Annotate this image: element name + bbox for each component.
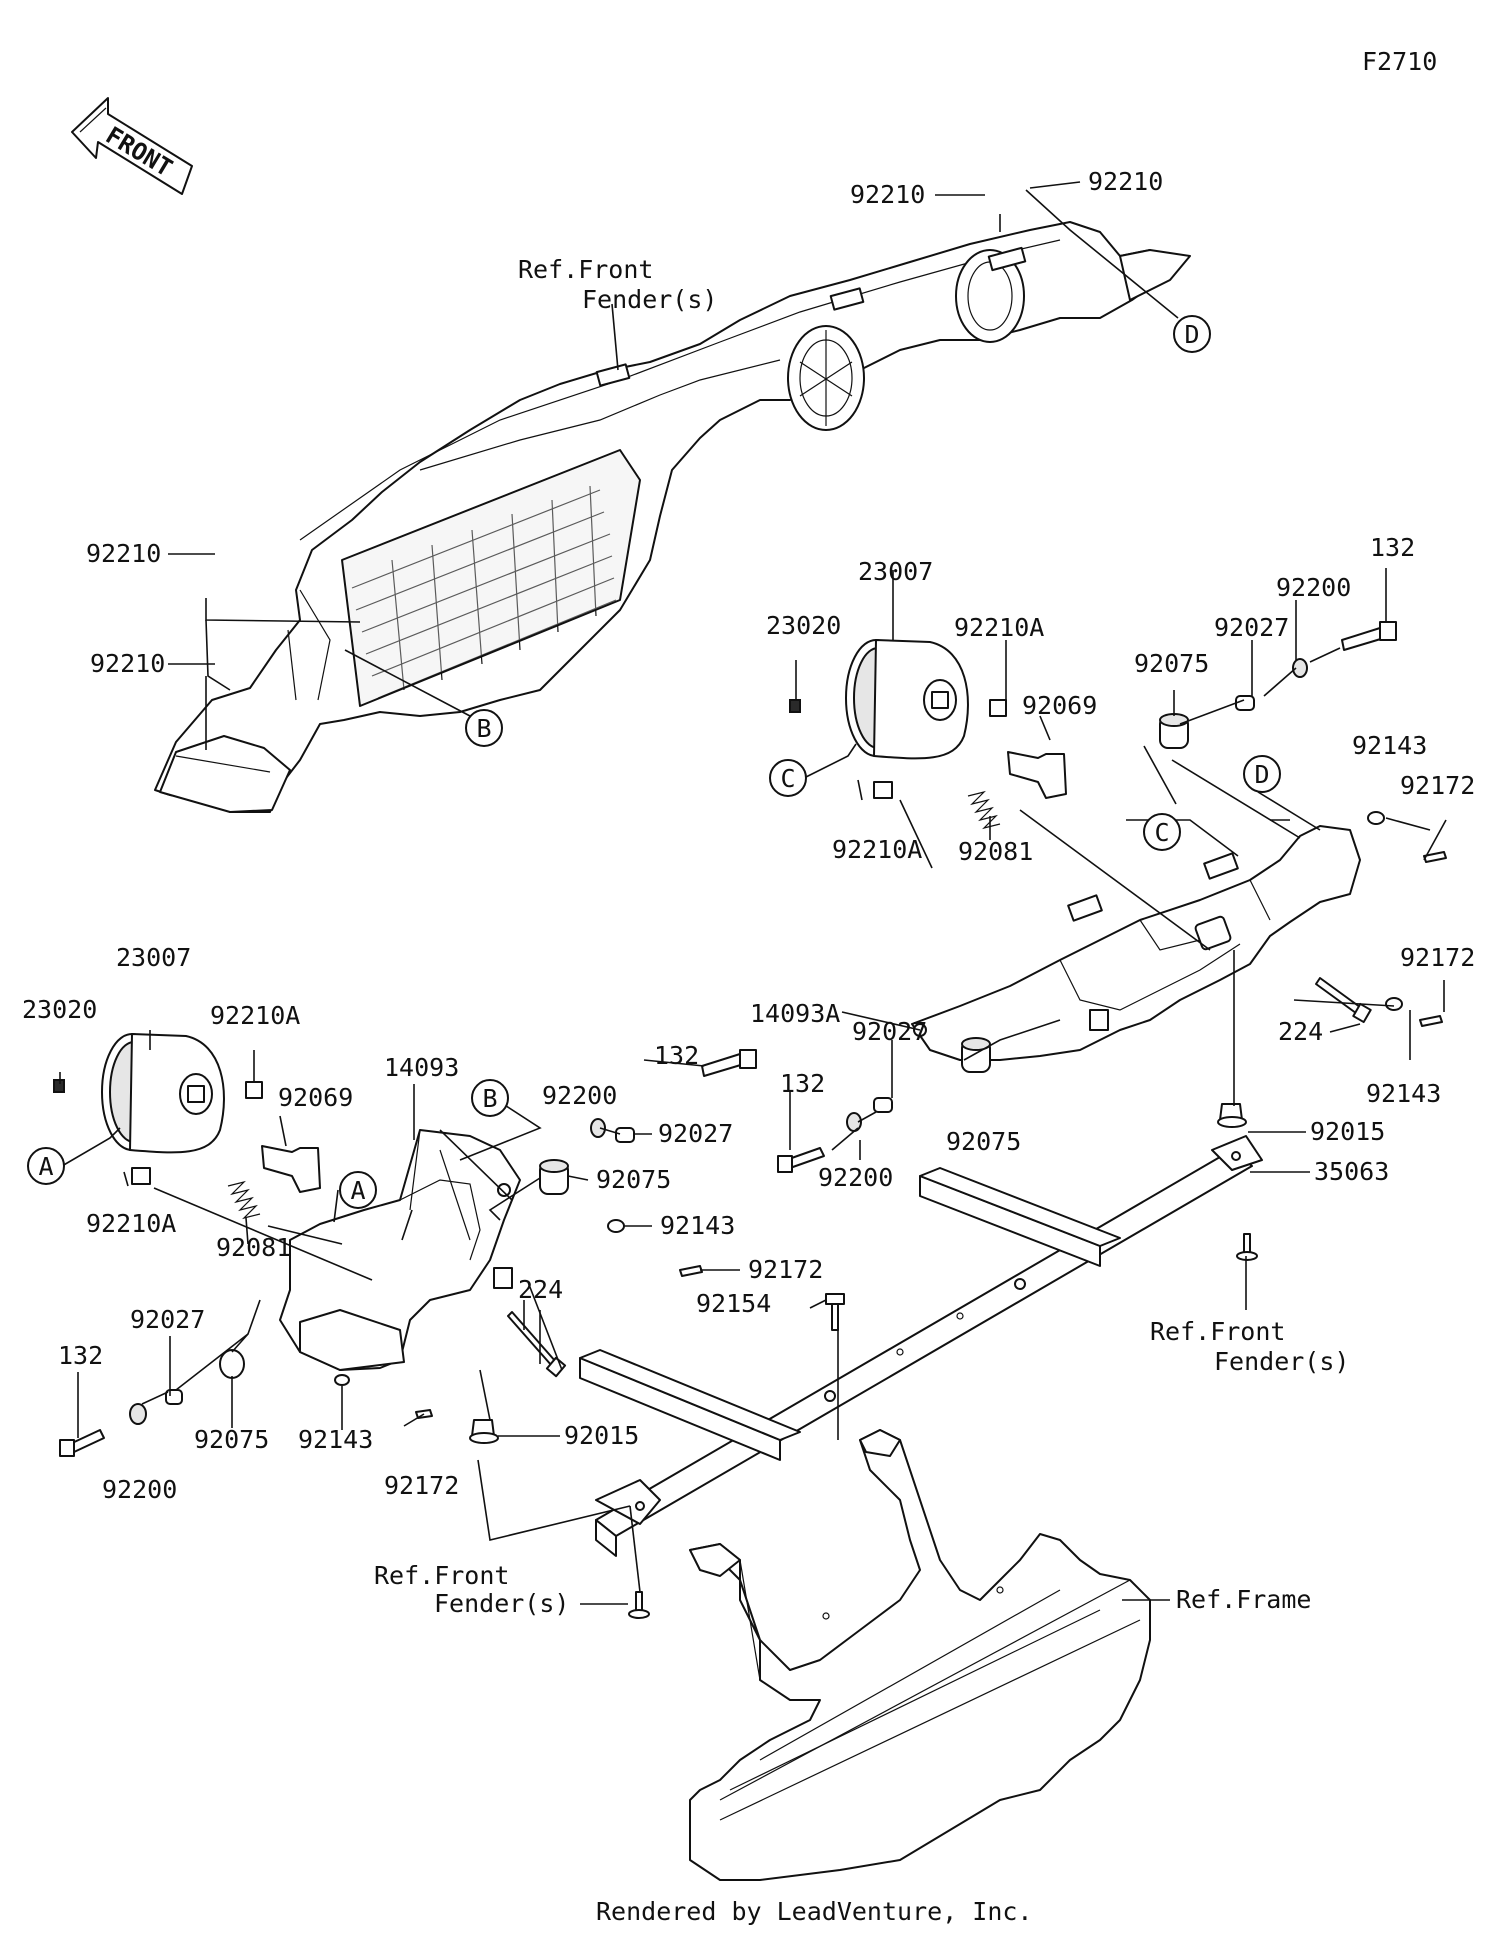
callout-b-fender: B <box>465 709 503 747</box>
part-92200: 92200 <box>818 1163 893 1192</box>
part-92081: 92081 <box>216 1233 291 1262</box>
figure-id: F2710 <box>1362 47 1437 76</box>
callout-c-lamp: C <box>769 759 807 797</box>
svg-text:B: B <box>476 714 491 743</box>
ref-label: Ref.Front <box>1150 1317 1285 1346</box>
footer-credit: Rendered by LeadVenture, Inc. <box>596 1897 1033 1926</box>
callout-a-left: A <box>27 1147 65 1185</box>
part-92015: 92015 <box>564 1421 639 1450</box>
ref-label: Ref.Front <box>374 1561 509 1590</box>
part-92081: 92081 <box>958 837 1033 866</box>
part-23007: 23007 <box>858 557 933 586</box>
front-arrow-icon: FRONT <box>71 97 193 195</box>
ref-label: Ref.Frame <box>1176 1585 1311 1614</box>
part-92200: 92200 <box>1276 573 1351 602</box>
svg-text:C: C <box>780 764 795 793</box>
ref-label: Fender(s) <box>582 285 717 314</box>
front-fender-drawing <box>154 221 1191 813</box>
part-92210A: 92210A <box>210 1001 300 1030</box>
part-92027: 92027 <box>852 1017 927 1046</box>
part-92069: 92069 <box>1022 691 1097 720</box>
part-14093: 14093 <box>384 1053 459 1082</box>
svg-text:D: D <box>1184 320 1199 349</box>
callout-b-bracket: B <box>471 1079 509 1117</box>
callout-c-bracket: C <box>1143 813 1181 851</box>
part-labels: 92210 92210 Ref.Front Fender(s) 92210 92… <box>22 167 1475 1618</box>
part-92172: 92172 <box>748 1255 823 1284</box>
part-23020: 23020 <box>22 995 97 1024</box>
svg-text:A: A <box>38 1152 53 1181</box>
svg-text:B: B <box>482 1084 497 1113</box>
part-92210A: 92210A <box>86 1209 176 1238</box>
part-92015: 92015 <box>1310 1117 1385 1146</box>
part-132: 132 <box>1370 533 1415 562</box>
part-92143: 92143 <box>1366 1079 1441 1108</box>
callout-d-fender: D <box>1173 315 1211 353</box>
part-92210A: 92210A <box>954 613 1044 642</box>
part-92172: 92172 <box>384 1471 459 1500</box>
part-35063: 35063 <box>1314 1157 1389 1186</box>
ref-label: Fender(s) <box>1214 1347 1349 1376</box>
svg-text:D: D <box>1254 760 1269 789</box>
part-23007: 23007 <box>116 943 191 972</box>
part-92154: 92154 <box>696 1289 771 1318</box>
part-92210: 92210 <box>86 539 161 568</box>
part-224: 224 <box>518 1275 563 1304</box>
part-92200: 92200 <box>542 1081 617 1110</box>
part-92143: 92143 <box>298 1425 373 1454</box>
svg-text:A: A <box>350 1176 365 1205</box>
part-92075: 92075 <box>1134 649 1209 678</box>
ref-label: Ref.Front <box>518 255 653 284</box>
ref-label: Fender(s) <box>434 1589 569 1618</box>
part-132: 132 <box>58 1341 103 1370</box>
part-92075: 92075 <box>946 1127 1021 1156</box>
front-arrow-label: FRONT <box>101 121 177 182</box>
part-132: 132 <box>780 1069 825 1098</box>
left-headlight-drawing <box>53 1033 757 1457</box>
part-92027: 92027 <box>130 1305 205 1334</box>
part-92075: 92075 <box>596 1165 671 1194</box>
part-92027: 92027 <box>1214 613 1289 642</box>
part-92210: 92210 <box>90 649 165 678</box>
frame-drawing <box>579 1135 1263 1881</box>
part-92210: 92210 <box>850 180 925 209</box>
callout-d-bracket: D <box>1243 755 1281 793</box>
callout-a-center: A <box>339 1171 377 1209</box>
part-92075: 92075 <box>194 1425 269 1454</box>
part-92027: 92027 <box>658 1119 733 1148</box>
leader-lines <box>59 181 1447 1605</box>
part-92143: 92143 <box>660 1211 735 1240</box>
part-92210: 92210 <box>1088 167 1163 196</box>
part-92069: 92069 <box>278 1083 353 1112</box>
part-224: 224 <box>1278 1017 1323 1046</box>
part-92172: 92172 <box>1400 771 1475 800</box>
part-92210A: 92210A <box>832 835 922 864</box>
right-headlight-drawing <box>777 621 1447 1173</box>
part-132: 132 <box>654 1041 699 1070</box>
part-92200: 92200 <box>102 1475 177 1504</box>
svg-text:C: C <box>1154 818 1169 847</box>
part-92143: 92143 <box>1352 731 1427 760</box>
part-14093A: 14093A <box>750 999 840 1028</box>
part-23020: 23020 <box>766 611 841 640</box>
part-92172: 92172 <box>1400 943 1475 972</box>
